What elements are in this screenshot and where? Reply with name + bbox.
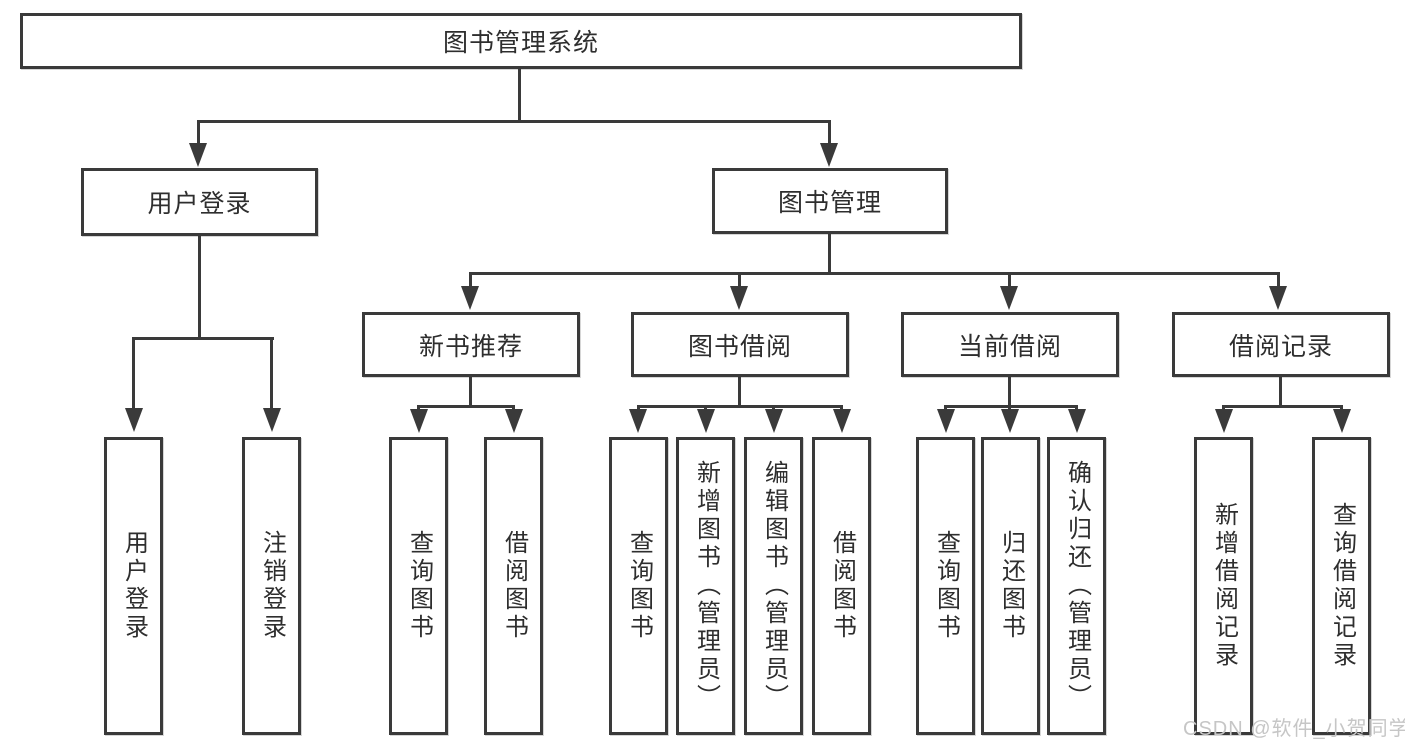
node-root: 图书管理系统 [20, 13, 1022, 69]
arrow-user-login-icon [189, 143, 207, 167]
connector-current-stem [1008, 272, 1011, 289]
node-user-login-leaf: 用户登录 [104, 437, 163, 735]
arrow-cb-return-icon [1001, 409, 1019, 433]
node-nb-borrow-books: 借阅图书 [484, 437, 543, 735]
connector-borrowing-bar [637, 405, 843, 408]
arrow-bb-edit-icon [765, 409, 783, 433]
arrow-nb-borrow-icon [505, 409, 523, 433]
connector-root-bar [197, 120, 831, 123]
node-logout-leaf-label: 注销登录 [258, 530, 286, 642]
node-bb-borrow-books: 借阅图书 [812, 437, 871, 735]
connector-new-books-down [469, 377, 472, 405]
node-root-label: 图书管理系统 [442, 29, 599, 57]
node-bb-add-books-admin-label: 新增图书（管理员） [692, 460, 720, 712]
arrow-cb-confirm-icon [1068, 409, 1086, 433]
node-borrow-records-label: 借阅记录 [1228, 332, 1333, 361]
node-new-book-recommend-label: 新书推荐 [418, 332, 523, 361]
arrow-logout-leaf-icon [263, 408, 281, 432]
csdn-watermark: CSDN @软件_小贺同学 [1183, 718, 1405, 740]
connector-current-down [1008, 377, 1011, 405]
node-book-borrowing-label: 图书借阅 [687, 332, 792, 361]
arrow-book-mgmt-icon [820, 143, 838, 167]
connector-book-mgmt-stem [828, 120, 831, 146]
arrow-login-leaf-icon [125, 408, 143, 432]
node-bb-add-books-admin: 新增图书（管理员） [676, 437, 735, 735]
connector-current-bar [944, 405, 1078, 408]
connector-borrowing-stem [738, 272, 741, 289]
arrow-br-add-icon [1215, 409, 1233, 433]
node-br-query-record: 查询借阅记录 [1312, 437, 1371, 735]
arrow-bb-borrow-icon [833, 409, 851, 433]
node-new-book-recommend: 新书推荐 [362, 312, 580, 377]
arrow-new-books-icon [461, 286, 479, 310]
connector-book-mgmt-bar [469, 272, 1280, 275]
node-br-add-record: 新增借阅记录 [1194, 437, 1253, 735]
node-book-borrowing: 图书借阅 [631, 312, 849, 377]
arrow-br-query-icon [1333, 409, 1351, 433]
node-nb-borrow-books-label: 借阅图书 [500, 530, 528, 642]
node-cb-confirm-return-admin-label: 确认归还（管理员） [1063, 460, 1091, 712]
node-book-management-label: 图书管理 [777, 189, 882, 217]
node-cb-query-books: 查询图书 [916, 437, 975, 735]
node-cb-return-books-label: 归还图书 [997, 530, 1025, 642]
node-cb-confirm-return-admin: 确认归还（管理员） [1047, 437, 1106, 735]
arrow-nb-query-icon [410, 409, 428, 433]
arrow-borrowing-icon [730, 286, 748, 310]
connector-new-books-stem [469, 272, 472, 289]
node-current-borrowing: 当前借阅 [901, 312, 1119, 377]
connector-logout-leaf-stem [270, 337, 273, 410]
node-user-login: 用户登录 [81, 168, 318, 236]
node-borrow-records: 借阅记录 [1172, 312, 1390, 377]
arrow-bb-add-icon [697, 409, 715, 433]
node-logout-leaf: 注销登录 [242, 437, 301, 735]
node-bb-query-books: 查询图书 [609, 437, 668, 735]
node-br-query-record-label: 查询借阅记录 [1328, 502, 1356, 670]
node-current-borrowing-label: 当前借阅 [957, 332, 1062, 361]
connector-user-login-down [198, 236, 201, 337]
node-cb-return-books: 归还图书 [981, 437, 1040, 735]
node-bb-query-books-label: 查询图书 [625, 530, 653, 642]
connector-records-stem [1277, 272, 1280, 289]
arrow-bb-query-icon [629, 409, 647, 433]
connector-records-bar [1222, 405, 1342, 408]
arrow-cb-query-icon [937, 409, 955, 433]
node-nb-query-books-label: 查询图书 [405, 530, 433, 642]
node-user-login-leaf-label: 用户登录 [120, 530, 148, 642]
connector-user-login-stem [197, 120, 200, 146]
connector-user-login-bar [132, 337, 274, 340]
connector-new-books-bar [417, 405, 515, 408]
node-book-management: 图书管理 [712, 168, 948, 234]
node-br-add-record-label: 新增借阅记录 [1210, 502, 1238, 670]
connector-book-mgmt-down [828, 233, 831, 272]
node-nb-query-books: 查询图书 [389, 437, 448, 735]
node-bb-edit-books-admin-label: 编辑图书（管理员） [760, 460, 788, 712]
node-bb-borrow-books-label: 借阅图书 [828, 530, 856, 642]
node-bb-edit-books-admin: 编辑图书（管理员） [744, 437, 803, 735]
connector-login-leaf-stem [132, 337, 135, 410]
node-user-login-label: 用户登录 [147, 190, 252, 218]
connector-borrowing-down [738, 377, 741, 405]
arrow-records-icon [1269, 286, 1287, 310]
connector-root-stem [518, 67, 521, 120]
node-cb-query-books-label: 查询图书 [932, 530, 960, 642]
connector-records-down [1279, 377, 1282, 405]
arrow-current-icon [1000, 286, 1018, 310]
